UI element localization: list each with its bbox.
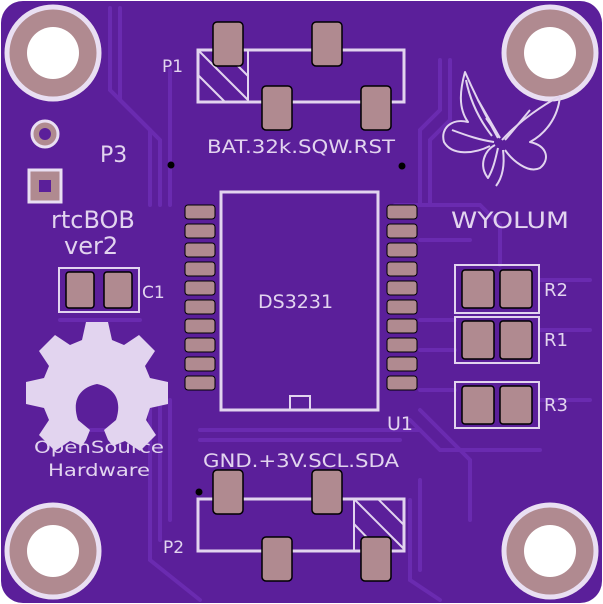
c1-capacitor — [58, 267, 140, 313]
r2-label: R2 — [544, 280, 568, 301]
oshw-line-2: Hardware — [48, 461, 150, 481]
p3-connector — [27, 119, 63, 204]
open-source-hardware-gear-icon — [26, 322, 168, 451]
brand-label: WYOLUM — [451, 209, 569, 234]
p1-label: P1 — [162, 57, 183, 77]
r3-resistor — [454, 381, 540, 429]
p2-header — [196, 469, 406, 582]
r2-resistor — [454, 264, 540, 314]
r3-label: R3 — [544, 395, 568, 416]
r1-label: R1 — [544, 330, 568, 351]
p1-pad-4 — [360, 85, 392, 131]
p1-pad-3 — [311, 21, 343, 67]
mounting-hole-top-right — [501, 4, 599, 102]
p1-pad-1 — [212, 21, 244, 67]
u1-chip — [184, 190, 418, 412]
oshw-line-1: OpenSource — [34, 438, 164, 458]
butterfly-icon — [442, 71, 561, 187]
p1-pad-2 — [261, 85, 293, 131]
copper-traces — [58, 6, 592, 602]
p2-pad-1 — [212, 469, 244, 515]
p2-pad-2 — [261, 536, 293, 582]
p2-pad-3 — [311, 469, 343, 515]
p3-label: P3 — [100, 143, 127, 168]
p2-dot — [195, 488, 203, 496]
p2-pad-4 — [360, 536, 392, 582]
top-pin-names: BAT.32k.SQW.RST — [207, 136, 395, 158]
mounting-hole-bottom-left — [4, 502, 102, 600]
mounting-hole-bottom-right — [501, 502, 599, 600]
c1-label: C1 — [142, 283, 165, 303]
bottom-pin-names: GND.+3V.SCL.SDA — [203, 450, 399, 472]
u1-dot — [167, 161, 175, 169]
r1-resistor — [454, 316, 540, 364]
p1-dot — [398, 162, 406, 170]
board-name: rtcBOB — [51, 206, 135, 234]
chip-label: DS3231 — [258, 291, 333, 313]
p1-header — [196, 21, 406, 131]
p2-label: P2 — [163, 538, 184, 558]
u1-label: U1 — [387, 413, 413, 435]
board-version: ver2 — [64, 232, 118, 260]
mounting-hole-top-left — [4, 4, 102, 102]
